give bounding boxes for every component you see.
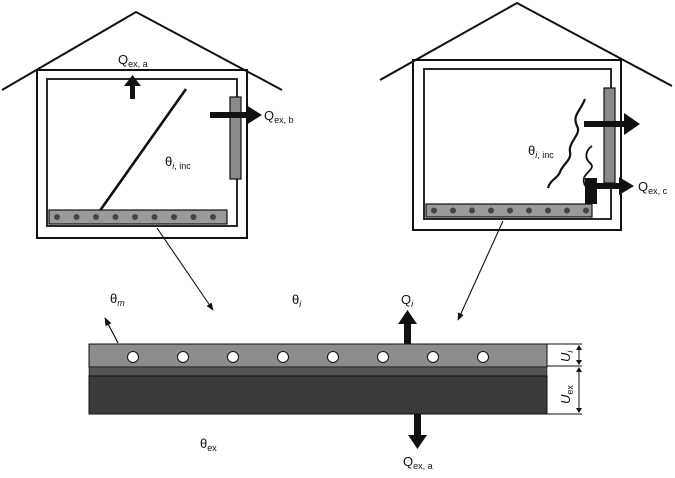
right-house-inner-room: [423, 68, 612, 220]
pipe-circle-icon: [112, 214, 119, 220]
pipe-circle-icon: [583, 207, 589, 214]
pipe-circle-icon: [526, 207, 532, 214]
left-house-side-flux-arrow-icon: [210, 105, 262, 125]
pipe-circle-icon: [431, 207, 437, 214]
section-insulation-layer: [88, 375, 548, 415]
section-qex-down-arrow-icon: [408, 414, 427, 449]
pipe-circle-icon: [93, 214, 99, 220]
section-heating-pipes: [127, 351, 489, 363]
pipe-circle-icon: [377, 351, 389, 363]
pipe-circle-icon: [210, 214, 216, 220]
right-house: Qex, c θi, inc: [379, 1, 673, 231]
pipe-circle-icon: [545, 207, 551, 214]
theta-m-pointer: [104, 317, 119, 344]
pipe-circle-icon: [73, 214, 80, 220]
pipe-circle-icon: [151, 214, 158, 220]
left-house-outer-wall: [36, 69, 248, 239]
pipe-circle-icon: [54, 214, 60, 220]
pipe-circle-icon: [507, 207, 513, 214]
left-house-radiation-line: [97, 88, 188, 213]
dimension-label-uex: Uex: [558, 385, 575, 404]
left-house-top-flux-arrow-icon: [124, 75, 141, 99]
pipe-circle-icon: [488, 207, 494, 214]
right-house-lower-flux-arrow-icon: [596, 177, 634, 195]
section-theta-ex-label: θex: [200, 436, 217, 453]
right-house-temperature-label: θi, inc: [528, 143, 554, 160]
dimension-label-ui: Ui: [558, 350, 575, 362]
section-theta-m-label: θm: [110, 291, 125, 308]
pipe-circle-icon: [127, 351, 139, 363]
section-qi-label: Qi: [401, 292, 414, 309]
left-floor-heating-pipes: [54, 214, 216, 220]
left-house-side-flux-label: Qex, b: [264, 108, 294, 125]
pipe-circle-icon: [564, 207, 570, 214]
right-house-roof: [379, 1, 673, 87]
right-house-window-panel: [603, 87, 616, 184]
right-to-section-connector: [457, 220, 504, 321]
left-to-section-connector: [156, 227, 214, 311]
left-house-window-panel: [229, 96, 242, 180]
pipe-circle-icon: [171, 214, 177, 220]
pipe-circle-icon: [469, 207, 475, 214]
floor-cross-section: Ui Uex θm θi Qi Qex, a θex: [88, 291, 582, 471]
right-house-upper-flux-arrow-icon: [584, 113, 640, 135]
pipe-circle-icon: [177, 351, 189, 363]
right-floor-heating-pipes: [431, 207, 589, 214]
pipe-circle-icon: [427, 351, 439, 363]
left-house: Qex, a Qex, b θi, inc: [1, 10, 294, 239]
section-theta-i-label: θi: [292, 292, 302, 309]
right-house-outer-wall: [412, 59, 622, 231]
section-middle-layer: [88, 366, 548, 377]
pipe-circle-icon: [450, 207, 456, 214]
pipe-circle-icon: [327, 351, 339, 363]
pipe-circle-icon: [132, 214, 138, 220]
section-qex-label: Qex, a: [403, 454, 433, 471]
pipe-circle-icon: [190, 214, 197, 220]
right-house-curtain-line: [546, 98, 587, 189]
right-house-side-flux-label: Qex, c: [638, 179, 668, 196]
left-house-roof: [1, 10, 283, 91]
section-qi-up-arrow-icon: [398, 310, 417, 344]
left-house-top-flux-label: Qex, a: [118, 52, 148, 69]
pipe-circle-icon: [227, 351, 239, 363]
left-house-temperature-label: θi, inc: [165, 154, 191, 171]
pipe-circle-icon: [277, 351, 289, 363]
right-house-convector-block: [585, 178, 597, 204]
pipe-circle-icon: [477, 351, 489, 363]
